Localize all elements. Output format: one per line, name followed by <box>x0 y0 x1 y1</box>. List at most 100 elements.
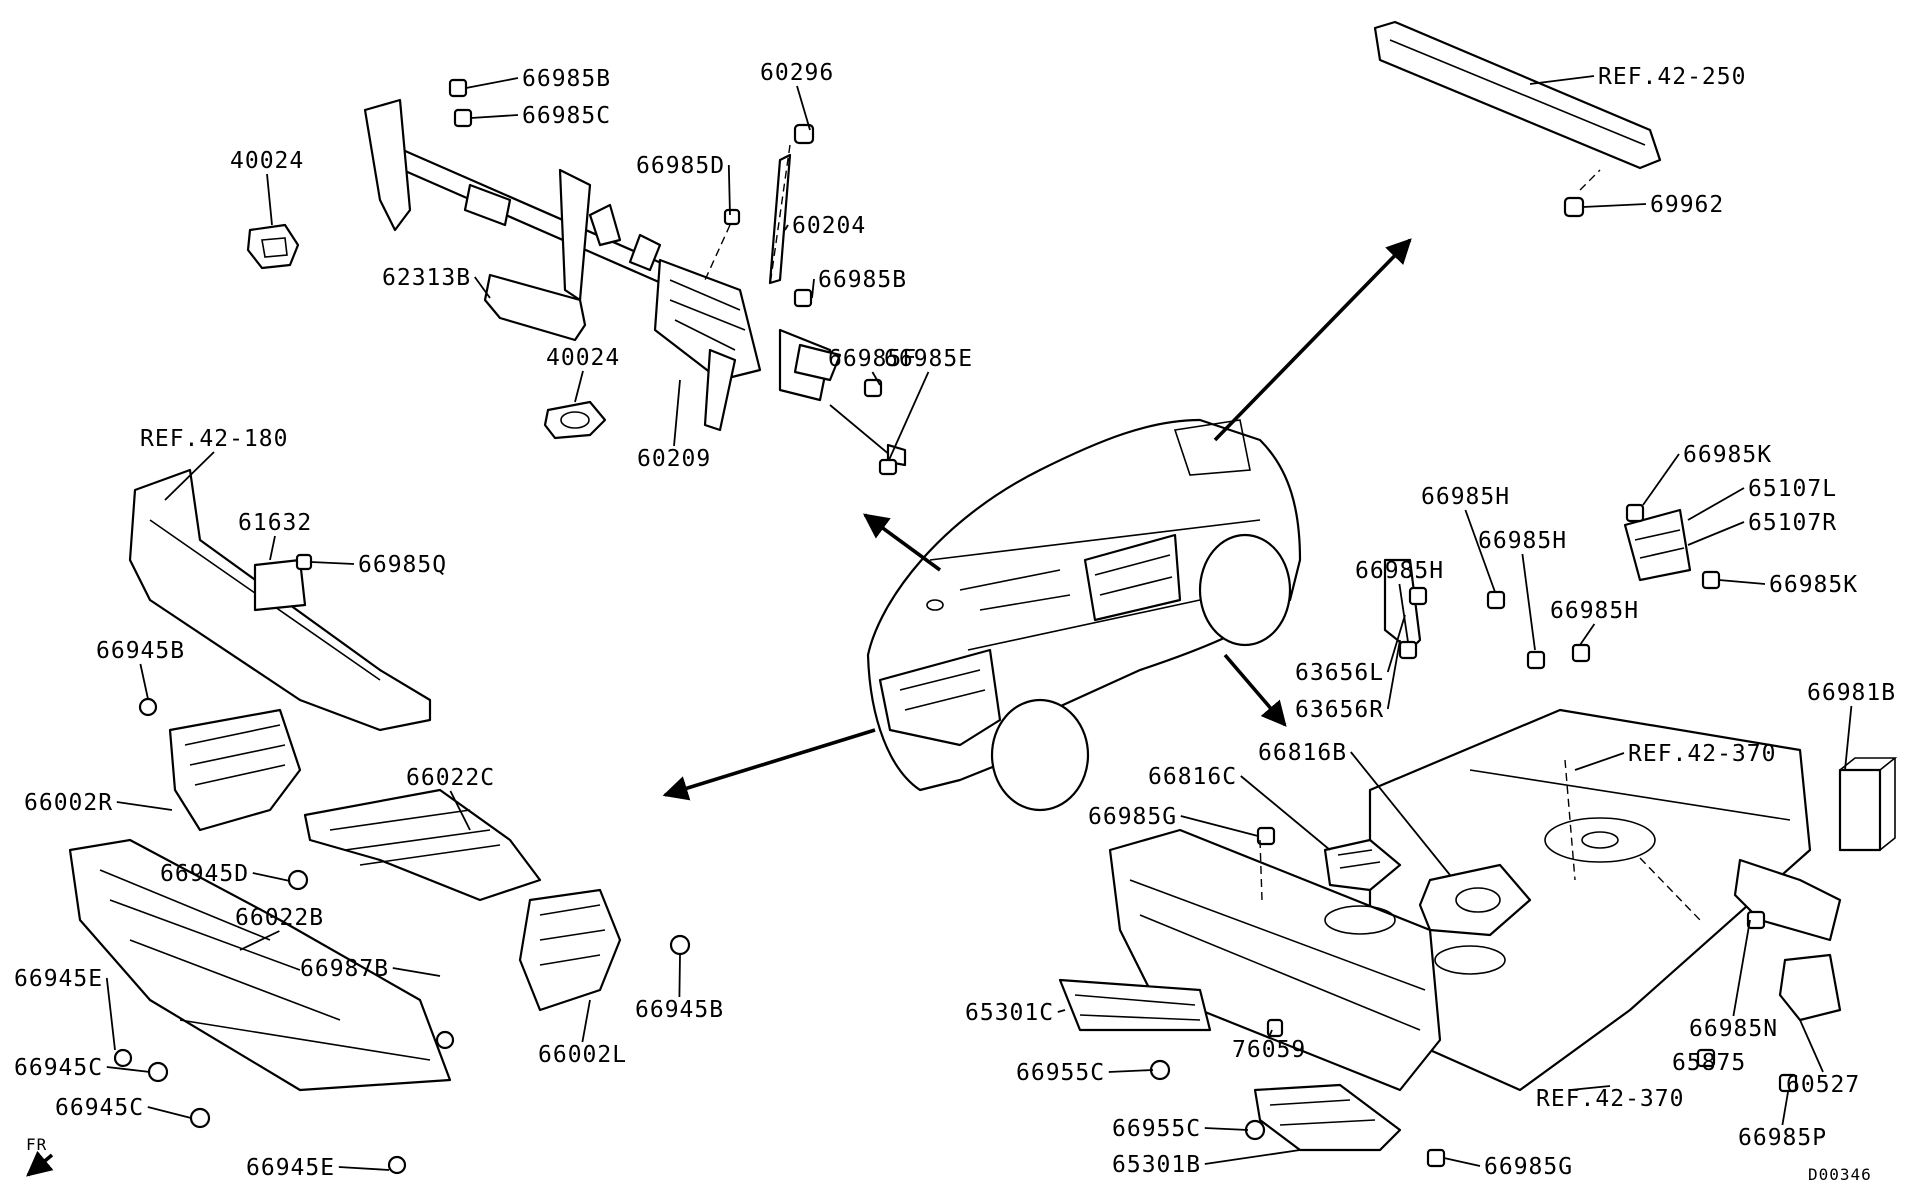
part-label-66816c: 66816C <box>1148 764 1237 790</box>
part-label-66945d: 66945D <box>160 861 249 887</box>
leader-line <box>1057 1009 1066 1013</box>
arrow-to-roof <box>1213 238 1412 442</box>
leader-line <box>1642 453 1680 506</box>
bracket-65107 <box>1623 508 1692 582</box>
leader-line <box>796 85 811 131</box>
leader-line <box>1799 1019 1824 1073</box>
leader-line <box>784 224 789 231</box>
arrow-to-dash-beam <box>862 513 942 572</box>
cover-66002L <box>518 888 622 1012</box>
pad-62313B <box>483 273 587 342</box>
leader-line <box>449 790 471 831</box>
part-label-65107r: 65107R <box>1748 510 1837 536</box>
leader-line <box>269 535 276 561</box>
part-label-60209: 60209 <box>637 446 711 472</box>
leader-line <box>164 451 215 501</box>
part-label-65875: 65875 <box>1672 1050 1746 1076</box>
cover-66002R <box>168 708 302 832</box>
leader-line <box>574 370 584 403</box>
leader-line <box>106 1066 151 1073</box>
bracket-60527 <box>1778 953 1842 1022</box>
part-label-66945b: 66945B <box>96 638 185 664</box>
part-label-66985f: 66985F <box>828 346 917 372</box>
part-label-66985b: 66985B <box>818 267 907 293</box>
part-label-69962: 69962 <box>1650 192 1724 218</box>
leader-line <box>811 278 815 299</box>
plug-66816B <box>1418 863 1532 937</box>
leader-line <box>673 379 681 447</box>
leader-line <box>1398 583 1409 643</box>
leader-line <box>1844 705 1853 771</box>
leader-line <box>1204 1149 1301 1165</box>
part-label-66945b: 66945B <box>635 997 724 1023</box>
leader-line <box>116 801 173 811</box>
leader-line <box>147 1106 192 1119</box>
leader-line <box>1521 553 1536 651</box>
part-label-ref-42-250: REF.42-250 <box>1598 64 1746 90</box>
part-label-66945c: 66945C <box>14 1055 103 1081</box>
leader-line <box>581 999 591 1043</box>
part-label-66985h: 66985H <box>1421 484 1510 510</box>
leader-line <box>139 663 149 700</box>
leader-line <box>1579 623 1596 646</box>
leader-line <box>1529 75 1595 85</box>
leader-line <box>1180 815 1259 837</box>
part-label-66816b: 66816B <box>1258 740 1347 766</box>
leader-line <box>1732 919 1751 1017</box>
part-label-66985e: 66985E <box>884 346 973 372</box>
part-label-66022c: 66022C <box>406 765 495 791</box>
part-label-63656r: 63656R <box>1295 697 1384 723</box>
leader-lines <box>105 75 1853 1171</box>
leader-line <box>310 561 355 565</box>
cover-66022C <box>303 788 542 902</box>
leader-line <box>1574 752 1625 771</box>
part-label-66002l: 66002L <box>538 1042 627 1068</box>
floor-group <box>1058 503 1898 1168</box>
part-label-63656l: 63656L <box>1295 660 1384 686</box>
part-label-62313b: 62313B <box>382 265 471 291</box>
leader-line <box>1386 639 1401 710</box>
part-label-40024: 40024 <box>230 148 304 174</box>
part-label-66985d: 66985D <box>636 153 725 179</box>
diagram-code: D00346 <box>1808 1165 1872 1184</box>
leader-line <box>678 954 681 998</box>
part-label-66985p: 66985P <box>1738 1125 1827 1151</box>
part-label-66985g: 66985G <box>1484 1154 1573 1180</box>
part-label-ref-42-180: REF.42-180 <box>140 426 288 452</box>
leader-line <box>1464 509 1496 593</box>
part-label-60527: 60527 <box>1786 1072 1860 1098</box>
leader-line <box>888 371 930 461</box>
leader-line <box>871 371 881 386</box>
cover-66022B <box>68 838 452 1092</box>
rear-cross-member <box>1108 828 1442 1092</box>
part-label-66985h: 66985H <box>1478 528 1567 554</box>
part-label-66955c: 66955C <box>1016 1060 1105 1086</box>
part-label-76059: 76059 <box>1232 1037 1306 1063</box>
part-label-60296: 60296 <box>760 60 834 86</box>
part-label-ref-42-370: REF.42-370 <box>1536 1086 1684 1112</box>
part-label-ref-42-370: REF.42-370 <box>1628 741 1776 767</box>
part-label-66985g: 66985G <box>1088 804 1177 830</box>
leader-line <box>1204 1127 1249 1131</box>
fr-direction-label: FR <box>26 1135 47 1154</box>
leader-line <box>1240 775 1331 851</box>
part-label-66985h: 66985H <box>1550 598 1639 624</box>
part-label-66985h: 66985H <box>1355 558 1444 584</box>
part-label-65301c: 65301C <box>965 1000 1054 1026</box>
part-label-66985k: 66985K <box>1769 572 1858 598</box>
part-label-66955c: 66955C <box>1112 1116 1201 1142</box>
leader-line <box>470 114 519 119</box>
gasket-40024-upper <box>246 223 300 270</box>
part-label-60204: 60204 <box>792 213 866 239</box>
leader-line <box>1386 614 1406 673</box>
leader-line <box>1569 1085 1611 1091</box>
leader-line <box>1268 1029 1273 1038</box>
bracket-61632 <box>253 558 307 612</box>
gasket-40024-lower <box>543 400 607 440</box>
roof-bow-group <box>1373 20 1662 218</box>
leader-line <box>1781 1091 1789 1126</box>
leader-line <box>239 930 280 951</box>
part-label-66945c: 66945C <box>55 1095 144 1121</box>
part-label-66985k: 66985K <box>1683 442 1772 468</box>
